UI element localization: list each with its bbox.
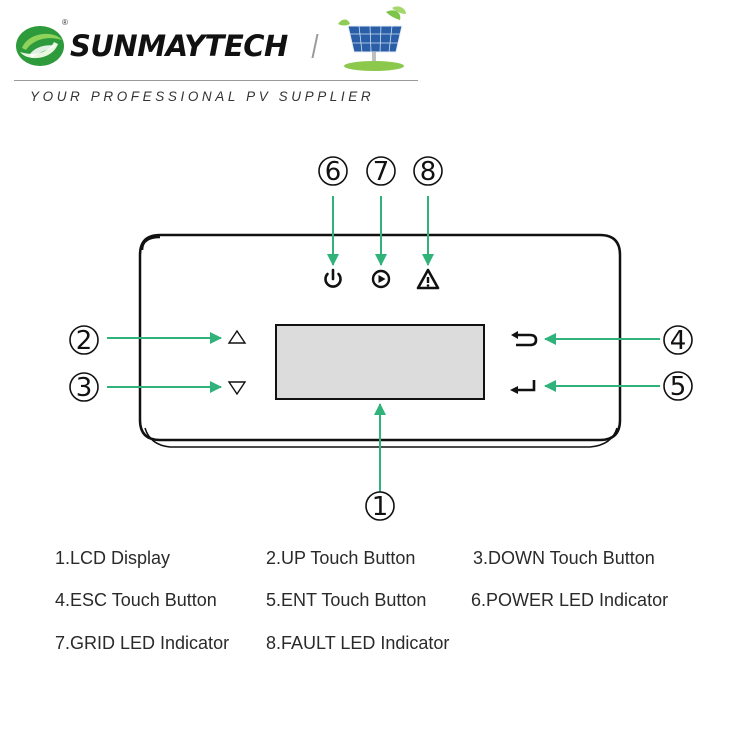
legend-item-power-led: 6.POWER LED Indicator [471,590,669,610]
legend-item-ent-button: 5.ENT Touch Button [266,590,427,610]
legend-item-lcd-display: 1.LCD Display [55,548,171,568]
panel-outline [138,233,622,442]
grid-icon [371,269,391,289]
power-icon [324,268,342,288]
header-rule [14,80,418,81]
down-icon[interactable] [227,381,247,396]
callout-5: 5 [663,371,693,402]
callout-1: 1 [365,491,395,522]
fault-icon [416,268,440,290]
legend-item-esc-button: 4.ESC Touch Button [55,590,217,610]
svg-text:5: 5 [670,372,687,402]
legend-item-down-button: 3.DOWN Touch Button [473,548,655,568]
registered-mark: ® [62,18,68,27]
lcd-display [275,324,485,400]
svg-text:4: 4 [670,326,687,356]
callout-7: 7 [366,156,396,187]
callout-3: 3 [69,372,99,403]
svg-text:6: 6 [325,157,342,187]
callout-8: 8 [413,156,443,187]
brand-name: SUNMAYTECH [70,29,288,63]
solar-panel-icon [338,6,406,71]
legend-item-up-button: 2.UP Touch Button [266,548,416,568]
callout-6: 6 [318,156,348,187]
svg-text:2: 2 [76,326,93,356]
tagline: YOUR PROFESSIONAL PV SUPPLIER [30,89,375,104]
callout-2: 2 [69,325,99,356]
up-icon[interactable] [227,329,247,344]
sunmaytech-logo-icon [16,26,64,66]
svg-text:8: 8 [420,157,437,187]
esc-icon[interactable] [511,331,538,347]
legend-item-fault-led: 8.FAULT LED Indicator [266,633,450,653]
svg-text:3: 3 [76,373,93,403]
legend-item-grid-led: 7.GRID LED Indicator [55,633,230,653]
ent-icon[interactable] [510,380,536,394]
callout-4: 4 [663,325,693,356]
svg-text:1: 1 [372,492,389,522]
svg-text:7: 7 [373,157,390,187]
